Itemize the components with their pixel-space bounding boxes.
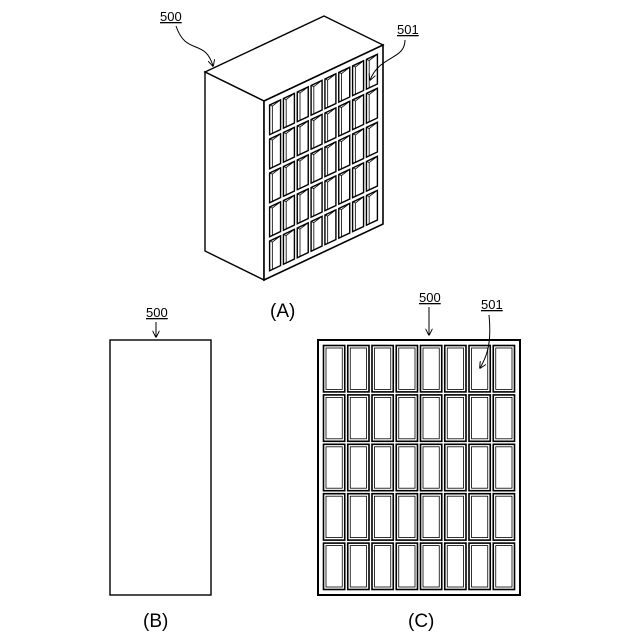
side-view-block (110, 340, 211, 595)
cell-outer (421, 494, 442, 540)
label-500-c: 500 (419, 290, 441, 305)
cell-outer (348, 444, 369, 490)
cell-opening (297, 121, 308, 156)
cell-opening (339, 203, 350, 238)
cell-opening (366, 54, 377, 89)
cell-opening (366, 122, 377, 157)
cell-outer (372, 494, 393, 540)
cell-outer (493, 494, 514, 540)
label-501-a: 501 (397, 22, 419, 37)
cell-outer (324, 395, 345, 441)
cell-opening (283, 127, 294, 162)
cell-opening (366, 88, 377, 123)
cell-outer (493, 395, 514, 441)
label-501-c: 501 (481, 297, 503, 312)
cell-opening (283, 161, 294, 196)
cell-opening (353, 163, 364, 198)
cell-outer (348, 543, 369, 589)
cell-opening (283, 93, 294, 128)
cell-opening (311, 216, 322, 251)
label-500-a: 500 (160, 9, 182, 24)
cell-outer (324, 346, 345, 392)
label-500-b: 500 (146, 305, 168, 320)
cell-opening (270, 100, 281, 135)
cell-opening (366, 190, 377, 225)
cell-outer (324, 543, 345, 589)
cell-opening (270, 168, 281, 203)
cell-opening (325, 74, 336, 109)
cell-outer (493, 444, 514, 490)
cell-outer (493, 346, 514, 392)
cell-opening (311, 114, 322, 149)
cell-outer (324, 494, 345, 540)
figure-b: 500 (B) (110, 305, 211, 632)
cell-opening (283, 195, 294, 230)
cell-outer (421, 444, 442, 490)
cell-opening (339, 67, 350, 102)
cell-outer (493, 543, 514, 589)
cell-opening (353, 197, 364, 232)
cell-opening (297, 189, 308, 224)
cell-outer (348, 395, 369, 441)
cell-outer (421, 346, 442, 392)
cell-outer (396, 543, 417, 589)
cell-outer (396, 346, 417, 392)
cell-outer (469, 494, 490, 540)
caption-b: (B) (143, 611, 168, 632)
cell-outer (372, 346, 393, 392)
cell-outer (445, 543, 466, 589)
leader-500-a (176, 26, 213, 66)
cell-opening (339, 101, 350, 136)
cell-opening (353, 129, 364, 164)
cell-opening (311, 80, 322, 115)
cell-outer (396, 494, 417, 540)
figure-a: 500 501 (A) (160, 9, 419, 322)
cell-outer (372, 543, 393, 589)
cell-outer (372, 444, 393, 490)
cell-opening (297, 155, 308, 190)
figure-c: 500 501 (C) (318, 290, 520, 632)
cell-opening (311, 182, 322, 217)
cell-opening (270, 236, 281, 271)
cell-outer (372, 395, 393, 441)
cell-opening (339, 135, 350, 170)
cell-opening (311, 148, 322, 183)
caption-a: (A) (270, 301, 295, 322)
cell-outer (469, 395, 490, 441)
cell-opening (270, 134, 281, 169)
cell-outer (348, 494, 369, 540)
cell-outer (324, 444, 345, 490)
cell-outer (421, 395, 442, 441)
cell-outer (445, 494, 466, 540)
cell-opening (297, 87, 308, 122)
cell-opening (270, 202, 281, 237)
cell-outer (396, 444, 417, 490)
cell-opening (339, 169, 350, 204)
cell-opening (283, 229, 294, 264)
cell-opening (325, 142, 336, 177)
caption-c: (C) (408, 611, 434, 632)
cell-opening (325, 176, 336, 211)
cell-opening (353, 61, 364, 96)
cell-outer (445, 346, 466, 392)
cell-outer (421, 543, 442, 589)
cell-opening (353, 95, 364, 130)
cell-opening (297, 223, 308, 258)
cell-opening (325, 210, 336, 245)
block-left-face (205, 72, 264, 280)
cell-outer (445, 395, 466, 441)
cell-outer (348, 346, 369, 392)
cell-outer (469, 543, 490, 589)
cell-outer (396, 395, 417, 441)
cell-outer (445, 444, 466, 490)
cell-opening (325, 108, 336, 143)
cell-opening (366, 156, 377, 191)
cell-outer (469, 444, 490, 490)
